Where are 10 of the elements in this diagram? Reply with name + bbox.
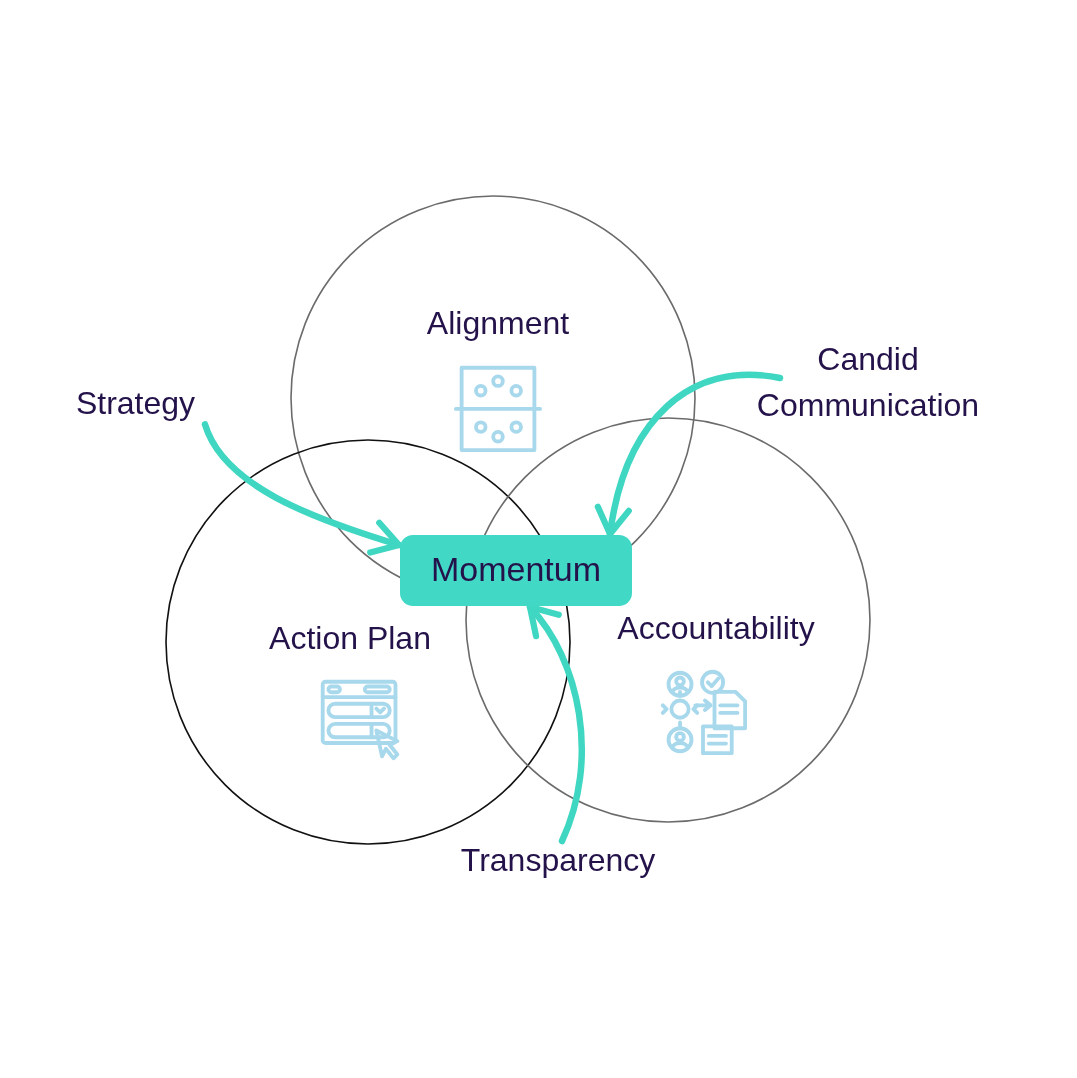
- candid-communication-label: Candid Communication: [718, 336, 1018, 429]
- transparency-label: Transparency: [434, 837, 682, 884]
- circle-title: Alignment: [426, 300, 570, 347]
- circle-title: Accountability: [617, 605, 815, 652]
- curved-arrow: [201, 421, 403, 556]
- curved-arrow: [526, 603, 585, 845]
- circle-title: Action Plan: [269, 615, 431, 662]
- curved-arrow: [595, 371, 784, 538]
- momentum-box: Momentum: [400, 535, 632, 606]
- strategy-label: Strategy: [58, 380, 213, 427]
